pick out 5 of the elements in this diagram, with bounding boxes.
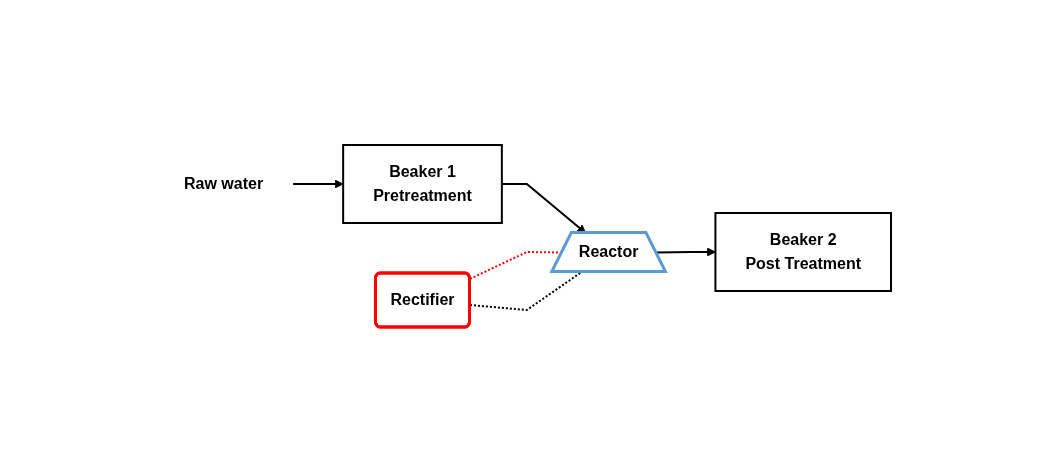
arrow — [655, 247, 716, 256]
arrow — [292, 179, 344, 188]
node-box: Beaker 2 Post Treatment — [714, 211, 892, 292]
node-text: Raw water — [183, 174, 264, 192]
node-box: Beaker 1 Pretreatment — [342, 143, 503, 224]
